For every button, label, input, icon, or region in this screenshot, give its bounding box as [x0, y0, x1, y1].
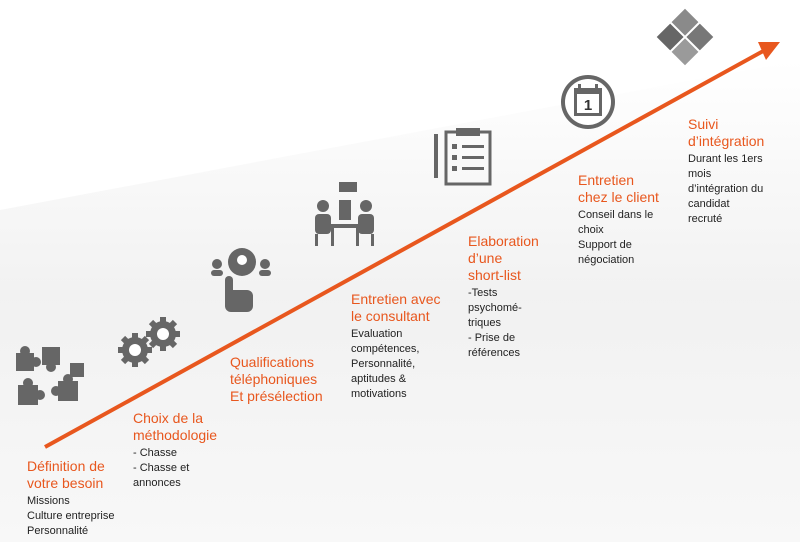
interview-icon: [315, 182, 374, 246]
step-description: Durant les 1ers mois d’intégration du ca…: [688, 153, 764, 225]
step-short-list: Elaboration d’une short-list -Tests psyc…: [468, 233, 568, 361]
step-integration: Suivi d’intégration Durant les 1ers mois…: [688, 116, 796, 227]
step-description: Evaluation compétences, Personnalité, ap…: [351, 328, 420, 400]
step-description: Conseil dans le choix Support de négocia…: [578, 209, 654, 266]
step-title: Entretien chez le client: [578, 172, 659, 205]
step-consultant-interview: Entretien avec le consultant Evaluation …: [351, 291, 466, 402]
clipboard-checklist-icon: [434, 128, 492, 186]
step-qualifications: Qualifications téléphoniques Et présélec…: [230, 354, 350, 405]
step-methodology: Choix de la méthodologie - Chasse - Chas…: [133, 410, 243, 491]
step-title: Suivi d’intégration: [688, 116, 765, 149]
touch-people-icon: [211, 248, 271, 312]
step-description: - Chasse - Chasse et annonces: [133, 447, 190, 489]
calendar-day: 1: [584, 97, 592, 114]
step-definition: Définition de votre besoin Missions Cult…: [27, 458, 157, 539]
step-title: Qualifications téléphoniques Et présélec…: [230, 354, 323, 404]
step-title: Définition de votre besoin: [27, 458, 105, 491]
step-client-interview: Entretien chez le client Conseil dans le…: [578, 172, 683, 268]
step-title: Entretien avec le consultant: [351, 291, 441, 324]
puzzle-diamond-icon: [656, 8, 714, 66]
step-title: Elaboration d’une short-list: [468, 233, 539, 283]
calendar-icon: 1: [561, 75, 615, 129]
step-description: -Tests psychomé- triques - Prise de réfé…: [468, 287, 522, 359]
step-description: Missions Culture entreprise Personnalité: [27, 495, 115, 537]
gears-icon: [118, 317, 180, 367]
step-title: Choix de la méthodologie: [133, 410, 218, 443]
puzzle-pieces-icon: [16, 346, 84, 405]
